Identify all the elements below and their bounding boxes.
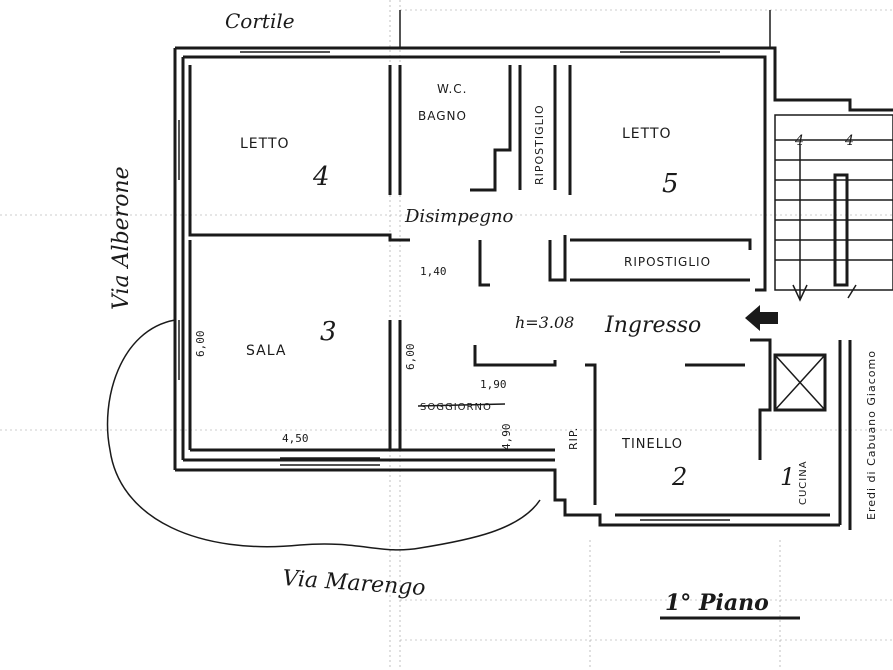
- room-ripostiglio-mid-name: RIPOSTIGLIO: [624, 255, 711, 269]
- room-ripostiglio-top-name: RIPOSTIGLIO: [533, 104, 546, 185]
- room-rip-small-name: RIP.: [567, 427, 580, 450]
- height-label: h=3.08: [515, 313, 574, 332]
- interior-walls: [188, 65, 830, 517]
- room-cucina-number: 1: [780, 463, 795, 491]
- street-bottom-label: Via Marengo: [282, 566, 427, 601]
- courtyard-label: Cortile: [225, 9, 295, 33]
- room-sala-number: 3: [320, 317, 337, 347]
- neighbor-label: Eredi di Cabuano Giacomo: [865, 350, 878, 520]
- room-tinello-number: 2: [671, 463, 687, 491]
- entrance-arrow-icon: [745, 305, 778, 331]
- room-soggiorno-name: SOGGIORNO: [420, 402, 492, 413]
- stairwell: [774, 114, 893, 302]
- dimension-3: 4,50: [282, 432, 309, 445]
- room-sala-name: SALA: [246, 343, 286, 359]
- room-letto4-number: 4: [312, 162, 330, 192]
- stair-mark-right: 4: [844, 133, 854, 149]
- room-bagno-name: BAGNO: [418, 109, 467, 123]
- room-letto5-number: 5: [662, 169, 679, 199]
- soggiorno-strike: [417, 403, 506, 407]
- balcony-outline: [106, 319, 541, 551]
- stair-arrow-icon: [792, 284, 808, 302]
- window-marks: [178, 51, 730, 521]
- room-tinello-name: TINELLO: [621, 437, 683, 452]
- elevator-shaft: [773, 353, 827, 412]
- room-letto5-name: LETTO: [622, 126, 672, 142]
- dimension-6: 4,90: [500, 424, 513, 451]
- disimpegno-label: Disimpegno: [404, 206, 514, 227]
- stair-mark-left: 4: [794, 133, 804, 149]
- dimension-4: 6,00: [404, 344, 417, 371]
- street-left-label: Via Alberone: [109, 166, 134, 310]
- dimension-2: 6,00: [194, 331, 207, 358]
- entrance-label: Ingresso: [604, 313, 701, 338]
- room-wc-label: W.C.: [437, 82, 468, 96]
- room-letto4-name: LETTO: [240, 136, 290, 152]
- dimension-5: 1,90: [480, 378, 507, 391]
- floor-label: 1° Piano: [665, 590, 769, 616]
- exterior-walls: [173, 10, 893, 530]
- dimension-1: 1,40: [420, 265, 447, 278]
- room-cucina-name: CUCINA: [798, 460, 809, 505]
